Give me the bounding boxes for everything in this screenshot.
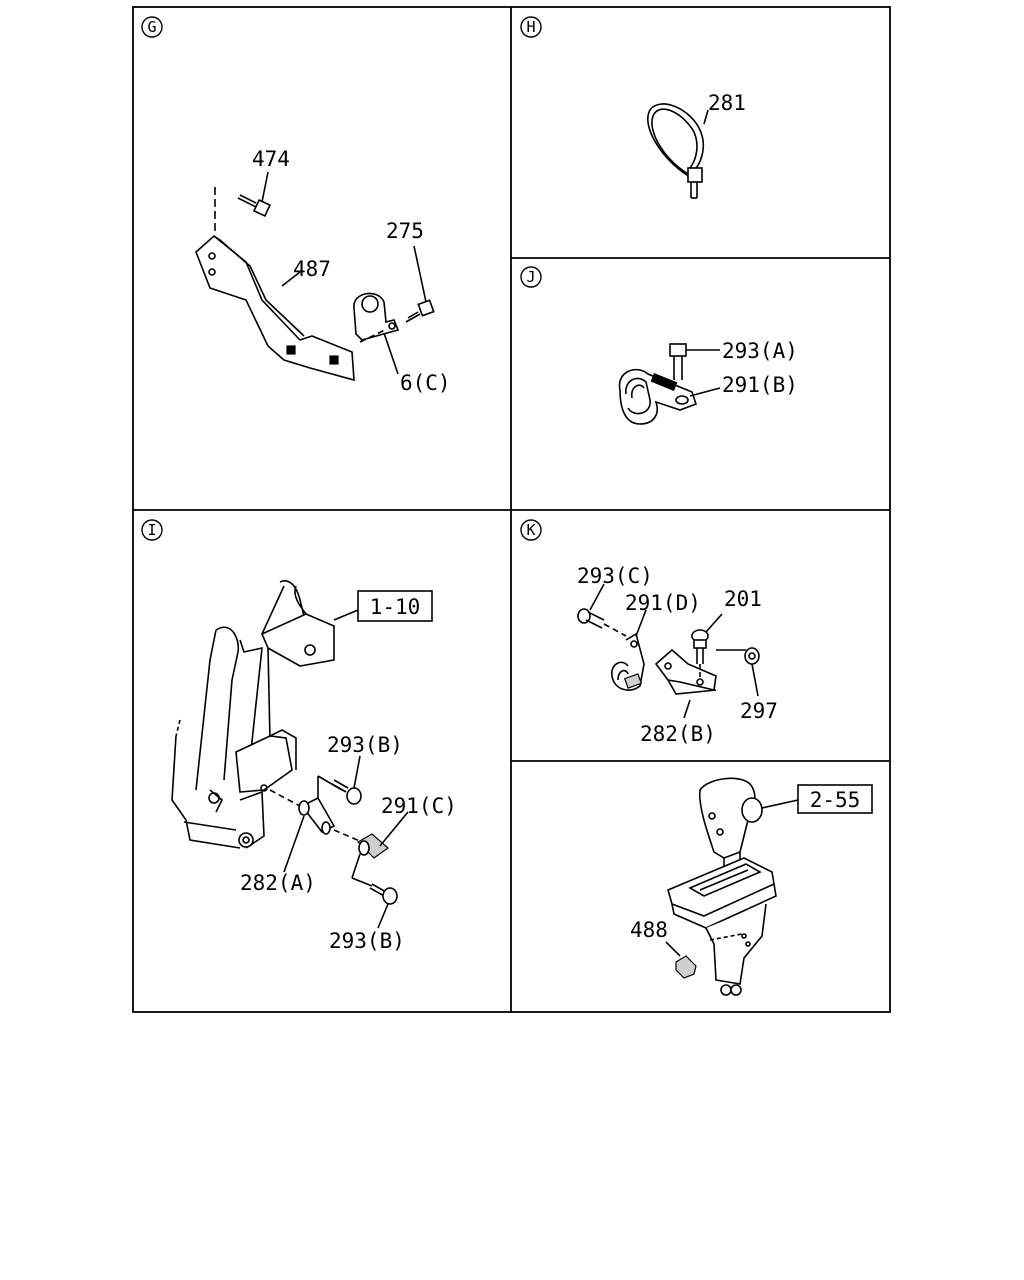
clamp-291d-drawing — [611, 609, 647, 691]
nut-297-drawing — [716, 647, 760, 697]
bolt-293c-drawing — [577, 583, 627, 637]
label-474: 474 — [252, 147, 290, 171]
panel-i-id-marker: I — [141, 519, 163, 541]
frame-structure-drawing — [171, 580, 359, 849]
panel-i-id: I — [147, 521, 156, 539]
label-282b: 282(B) — [640, 722, 716, 746]
label-6c: 6(C) — [400, 371, 451, 395]
panel-h-id: H — [526, 18, 535, 36]
label-291c: 291(C) — [381, 794, 457, 818]
bolt-293b-bottom-drawing — [369, 883, 398, 929]
label-282a: 282(A) — [240, 871, 316, 895]
label-487: 487 — [293, 257, 331, 281]
label-291b: 291(B) — [722, 373, 798, 397]
clamp-6c-drawing — [353, 292, 400, 375]
panel-shift-lever: 2-55 488 — [630, 777, 873, 996]
panel-i: I — [141, 519, 457, 953]
ref-box-2-55: 2-55 — [797, 784, 873, 814]
label-293b-top: 293(B) — [327, 733, 403, 757]
shift-lever-assembly-drawing — [667, 777, 799, 996]
label-488: 488 — [630, 918, 668, 942]
panel-j: J 293(A) 291(B) — [520, 266, 798, 425]
panel-g-id-marker: G — [141, 16, 163, 38]
ref-box-1-10: 1-10 — [357, 590, 433, 622]
diagram-frame — [132, 6, 891, 1013]
panel-k: K — [520, 519, 778, 746]
panel-g: G 474 487 — [141, 16, 451, 395]
ref-1-10-text: 1-10 — [370, 595, 421, 619]
panel-k-id: K — [526, 521, 535, 539]
bracket-282b-drawing — [654, 648, 717, 719]
bolt-474-drawing — [214, 171, 272, 232]
cable-tie-281-drawing — [647, 103, 709, 199]
panel-g-id: G — [147, 18, 156, 36]
bracket-487-drawing — [195, 234, 355, 382]
bolt-275-drawing — [405, 245, 435, 323]
label-293b-bottom: 293(B) — [329, 929, 405, 953]
bolt-293b-top-drawing — [331, 755, 362, 805]
bolt-201-drawing — [691, 613, 723, 680]
clamp-291b-drawing — [618, 368, 721, 425]
panel-k-id-marker: K — [520, 519, 542, 541]
label-291d: 291(D) — [625, 591, 701, 615]
label-297: 297 — [740, 699, 778, 723]
label-275: 275 — [386, 219, 424, 243]
panel-j-id-marker: J — [520, 266, 542, 288]
panel-j-id: J — [526, 268, 535, 286]
label-293c: 293(C) — [577, 564, 653, 588]
panel-h: H 281 — [520, 16, 746, 199]
ref-2-55-text: 2-55 — [810, 788, 861, 812]
label-293a: 293(A) — [722, 339, 798, 363]
bracket-282a-drawing — [269, 775, 343, 873]
panel-h-id-marker: H — [520, 16, 542, 38]
clamp-291c-drawing — [333, 811, 409, 887]
cap-488-drawing — [665, 941, 697, 979]
label-281: 281 — [708, 91, 746, 115]
bolt-293a-drawing — [669, 343, 720, 380]
label-201: 201 — [724, 587, 762, 611]
